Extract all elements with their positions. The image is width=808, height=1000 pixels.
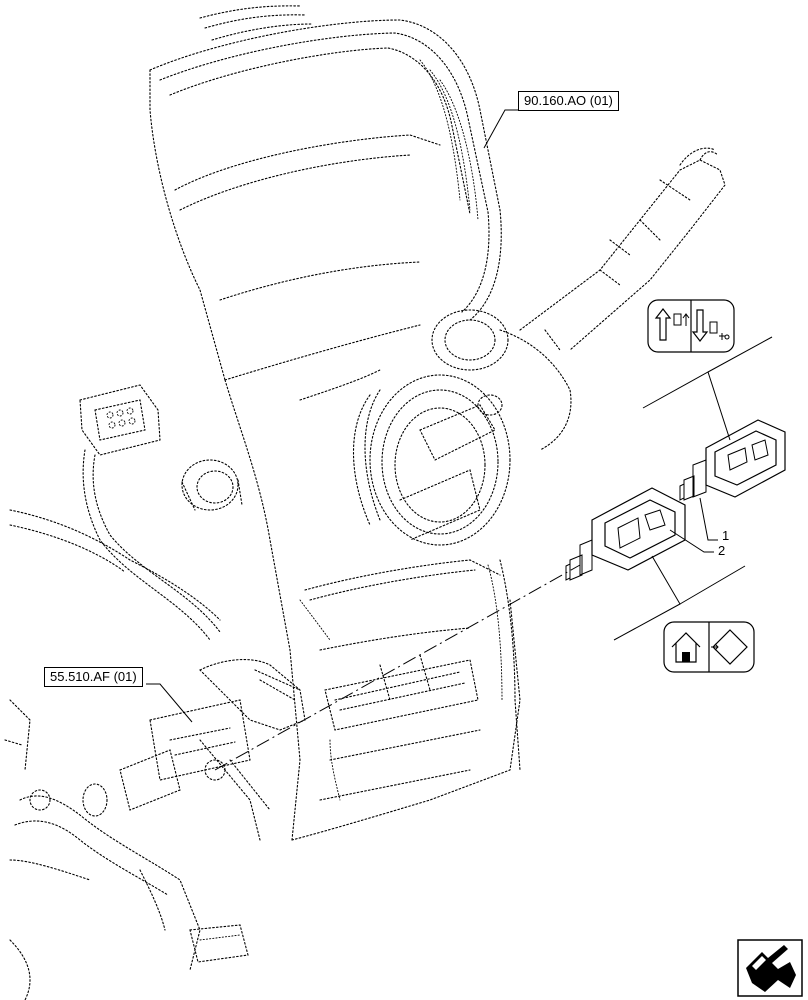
turn-signal-stalk xyxy=(519,147,726,351)
house-icon xyxy=(671,632,701,663)
steering-column xyxy=(352,309,572,546)
lower-symbol-box xyxy=(663,621,755,673)
arrow-up-icon xyxy=(654,308,690,341)
upper-symbol-bracket xyxy=(642,371,731,441)
arrow-down-icon xyxy=(691,309,730,342)
upper-symbol-box xyxy=(647,299,735,353)
switch-1 xyxy=(679,419,786,501)
diamond-arrow-icon xyxy=(711,629,748,665)
projection-line xyxy=(214,564,581,771)
part-number-1: 1 xyxy=(722,528,730,543)
reference-callout-55-510-af[interactable]: 55.510.AF (01) xyxy=(44,667,143,687)
part-number-2: 2 xyxy=(718,543,726,558)
part-1-leader xyxy=(699,497,718,541)
reference-callout-90-160-ao[interactable]: 90.160.AO (01) xyxy=(518,91,619,111)
instrument-panel xyxy=(149,5,502,381)
navigation-arrow-icon xyxy=(737,939,803,997)
upper-ref-leader xyxy=(483,109,518,149)
lower-ref-leader xyxy=(146,683,193,723)
switch-2 xyxy=(565,487,686,581)
wiring-harness xyxy=(4,384,306,1000)
dashboard-console xyxy=(224,369,521,841)
part-2-leader xyxy=(669,529,714,553)
